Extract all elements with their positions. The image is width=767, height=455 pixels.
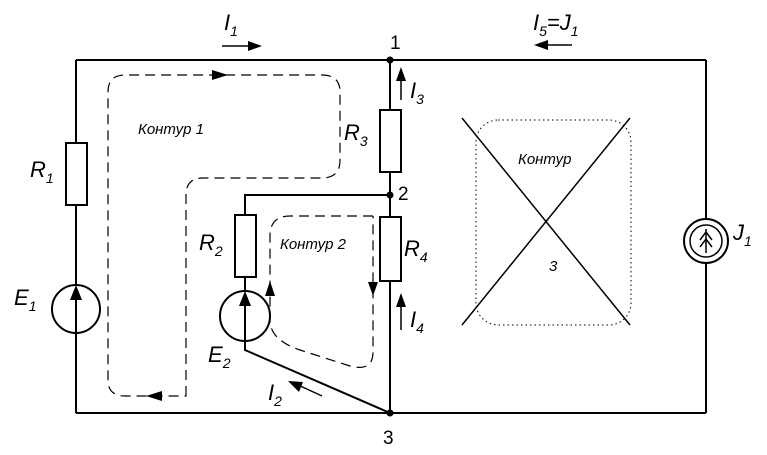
node-2-dot xyxy=(386,191,394,199)
label-r2: R2 xyxy=(199,230,223,259)
label-i2: I2 xyxy=(268,380,282,409)
node-1-dot xyxy=(386,56,394,64)
label-loop-3-number: 3 xyxy=(549,258,558,275)
loop-2-path xyxy=(265,215,378,368)
label-j1: J1 xyxy=(732,220,752,249)
label-i3: I3 xyxy=(410,78,424,107)
resistor-r1 xyxy=(65,142,88,206)
node-3-dot xyxy=(386,409,394,417)
label-loop-1: Контур 1 xyxy=(138,121,204,138)
label-r1: R1 xyxy=(30,157,54,186)
label-i5: I5=J1 xyxy=(533,10,579,39)
wire-branch-diag xyxy=(244,342,391,414)
label-i4: I4 xyxy=(410,307,424,336)
wire-branch-top xyxy=(244,194,390,215)
label-loop-2: Контур 2 xyxy=(280,236,347,253)
label-e2: E2 xyxy=(208,342,231,371)
arrow-i2 xyxy=(288,381,323,397)
current-source-j1 xyxy=(683,218,729,264)
arrow-i5 xyxy=(534,40,572,50)
label-e1: E1 xyxy=(14,285,36,314)
arrow-i4 xyxy=(396,293,406,330)
resistor-r2 xyxy=(234,214,257,278)
source-e1 xyxy=(51,284,101,334)
label-r3: R3 xyxy=(344,120,368,149)
resistor-r4 xyxy=(379,216,402,282)
resistor-r3 xyxy=(379,109,402,173)
source-e2 xyxy=(219,290,271,342)
arrow-i1 xyxy=(222,41,262,51)
label-loop-3-title: Контур xyxy=(518,151,571,168)
label-i1: I1 xyxy=(224,10,238,39)
node-3-label: 3 xyxy=(383,428,394,449)
loop-3-region xyxy=(461,117,632,326)
wires xyxy=(75,59,707,414)
loop-1-path xyxy=(107,70,341,401)
node-1-label: 1 xyxy=(390,33,401,54)
label-r4: R4 xyxy=(404,236,428,265)
node-2-label: 2 xyxy=(398,184,409,205)
arrow-i3 xyxy=(396,67,406,100)
